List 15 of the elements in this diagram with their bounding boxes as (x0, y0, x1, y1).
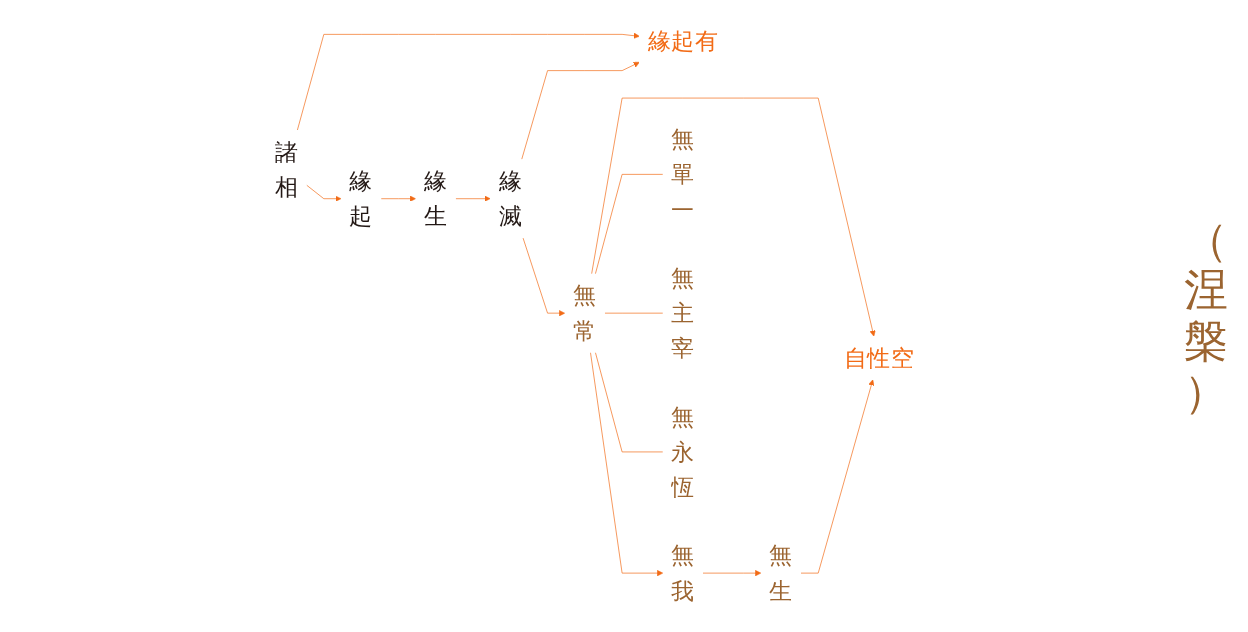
node-text: 緣生 (423, 166, 447, 230)
node-text: 無主宰 (670, 263, 695, 362)
node-text: 無常 (572, 281, 597, 345)
node-text: 無單一 (670, 125, 695, 224)
node-text: 自性空 (843, 343, 914, 372)
note-text: （涅槃） (1184, 214, 1228, 418)
node-text: 諸相 (274, 137, 298, 201)
node-text: 無我 (670, 541, 695, 605)
connector (594, 352, 663, 453)
node-text: 緣起有 (647, 27, 718, 55)
node-text: 無生 (768, 541, 793, 605)
connector (594, 174, 663, 275)
node-text: 緣滅 (498, 166, 522, 230)
node-text: 無永恆 (670, 402, 695, 501)
node-text: 緣起 (348, 166, 373, 230)
